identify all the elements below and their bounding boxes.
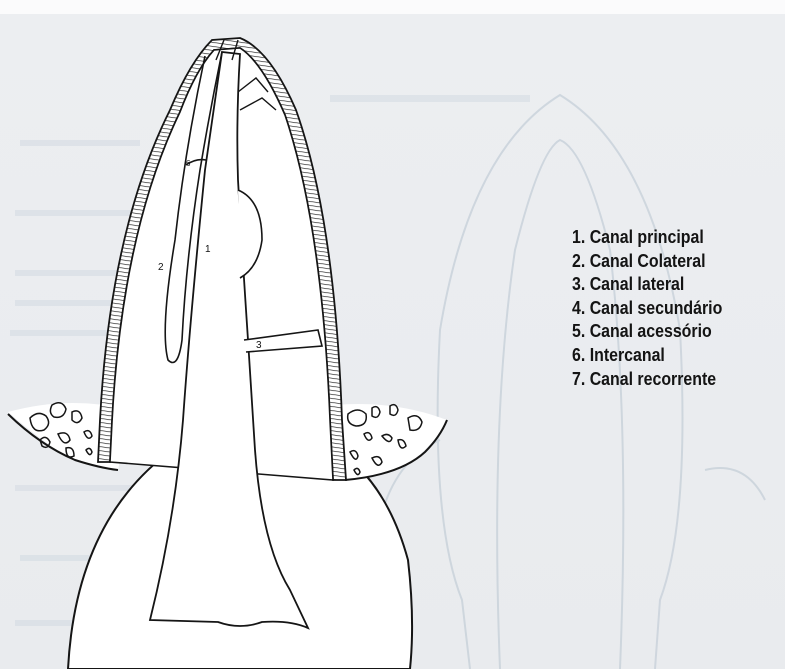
label-intercanal: 6 [186,159,191,168]
canal-legend: 1. Canal principal 2. Canal Colateral 3.… [572,225,782,390]
legend-item-canal-principal: 1. Canal principal [572,225,753,249]
legend-item-canal-acessorio: 5. Canal acessório [572,319,753,343]
label-lateral-canal: 3 [256,340,262,351]
label-collateral-canal: 2 [158,262,164,273]
legend-item-canal-colateral: 2. Canal Colateral [572,249,753,273]
legend-item-canal-recorrente: 7. Canal recorrente [572,367,753,391]
legend-item-canal-lateral: 3. Canal lateral [572,272,753,296]
legend-item-intercanal: 6. Intercanal [572,343,753,367]
label-main-canal: 1 [205,244,211,255]
legend-item-canal-secundario: 4. Canal secundário [572,296,753,320]
